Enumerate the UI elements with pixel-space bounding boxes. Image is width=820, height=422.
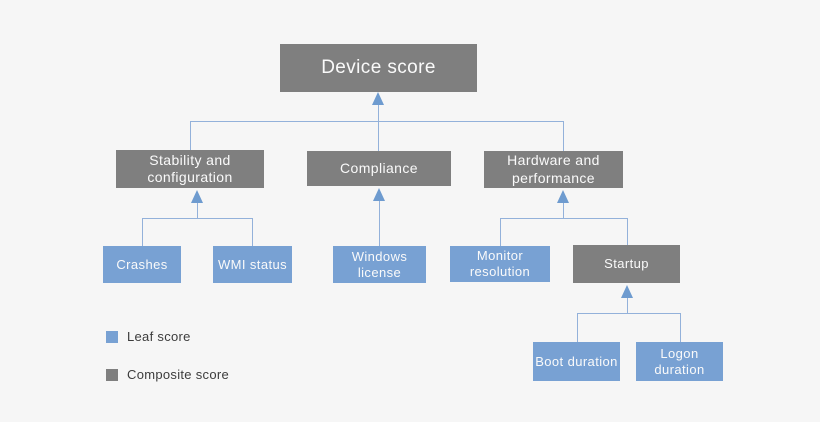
connector-line bbox=[190, 121, 191, 150]
connector-line bbox=[378, 105, 379, 151]
arrow-up-icon bbox=[373, 188, 385, 201]
arrow-up-icon bbox=[372, 92, 384, 105]
connector-line bbox=[500, 218, 501, 246]
connector-line bbox=[577, 313, 680, 314]
legend-item-leaf-score: Leaf score bbox=[106, 329, 191, 344]
legend-composite-label: Composite score bbox=[127, 367, 230, 382]
composite-score-swatch bbox=[106, 368, 118, 381]
node-compliance: Compliance bbox=[307, 151, 451, 186]
node-crashes: Crashes bbox=[103, 246, 181, 283]
legend-item-composite-score: Composite score bbox=[106, 367, 229, 382]
legend-leaf-label: Leaf score bbox=[127, 329, 191, 344]
node-boot-duration: Boot duration bbox=[533, 342, 620, 381]
node-windows-license: Windows license bbox=[333, 246, 426, 283]
node-wmi-status: WMI status bbox=[213, 246, 292, 283]
connector-line bbox=[680, 313, 681, 342]
connector-line bbox=[252, 218, 253, 246]
node-device-score: Device score bbox=[280, 44, 477, 92]
connector-line bbox=[627, 218, 628, 245]
node-startup: Startup bbox=[573, 245, 680, 283]
connector-line bbox=[563, 203, 564, 218]
connector-line bbox=[142, 218, 143, 246]
leaf-score-swatch bbox=[106, 330, 118, 343]
connector-line bbox=[197, 203, 198, 218]
node-monitor-resolution: Monitor resolution bbox=[450, 246, 550, 282]
connector-line bbox=[563, 121, 564, 151]
arrow-up-icon bbox=[557, 190, 569, 203]
node-hardware-and-performance: Hardware and performance bbox=[484, 151, 623, 188]
connector-line bbox=[627, 298, 628, 313]
node-stability-and-configuration: Stability and configuration bbox=[116, 150, 264, 188]
connector-line bbox=[577, 313, 578, 342]
connector-line bbox=[500, 218, 627, 219]
arrow-up-icon bbox=[621, 285, 633, 298]
connector-line bbox=[379, 201, 380, 246]
connector-line bbox=[142, 218, 252, 219]
connector-line bbox=[190, 121, 563, 122]
node-logon-duration: Logon duration bbox=[636, 342, 723, 381]
arrow-up-icon bbox=[191, 190, 203, 203]
